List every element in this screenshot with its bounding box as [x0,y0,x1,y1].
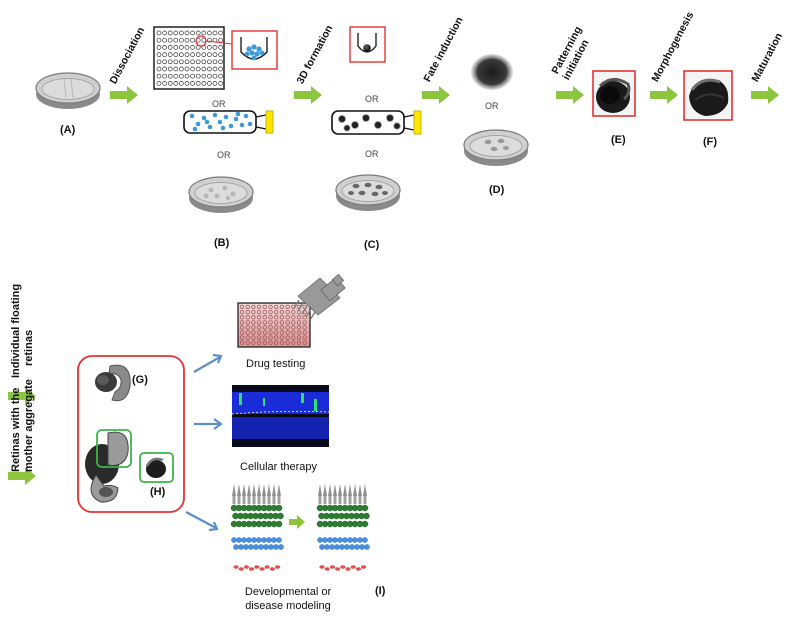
or-c-1: OR [365,94,379,104]
flask-aggregates [331,110,422,135]
or-b-2: OR [217,150,231,160]
dish-dissociated [188,176,254,214]
label-c: (C) [364,239,380,251]
label-f: (F) [703,136,718,148]
caption-modeling-2: disease modeling [245,600,331,612]
floating-retina-g [95,364,131,402]
green-arrows [8,86,779,529]
cell-therapy-micrograph [231,385,330,447]
caption-modeling: Developmental or disease modeling [228,585,348,613]
label-b: (B) [214,237,230,249]
label-h: (H) [150,486,166,498]
path-mother-1: Retinas with the [10,387,22,472]
retina-group-frame [77,355,185,513]
or-d: OR [485,101,499,111]
retina-layer-model [230,484,370,571]
morphogenesis-image [683,70,733,121]
label-e: (E) [611,134,626,146]
caption-cellular-therapy: Cellular therapy [240,461,318,473]
blue-arrows [185,353,223,532]
drug-screen-plate [237,273,346,348]
label-d: (D) [489,184,505,196]
patterned-aggregate-image [592,70,636,117]
dish-aggregates [335,174,401,212]
path-mother-2: mother aggregate [23,379,35,472]
caption-modeling-1: Developmental or [244,586,332,598]
aggregate-well [349,26,386,63]
culture-dish-a [35,72,101,110]
label-i: (I) [375,585,386,597]
caption-drug-testing: Drug testing [246,358,306,370]
label-a: (A) [60,124,76,136]
well-plate-96 [153,26,278,90]
dish-induced [463,129,529,167]
path-floating-2: retinas [23,329,35,366]
path-floating-1: Individual floating [10,283,22,378]
induced-aggregate [471,54,513,90]
or-c-2: OR [365,149,379,159]
mother-aggregate-h [85,429,174,503]
or-b-1: OR [212,99,226,109]
flask-dissociated [183,110,274,134]
label-g: (G) [132,374,148,386]
